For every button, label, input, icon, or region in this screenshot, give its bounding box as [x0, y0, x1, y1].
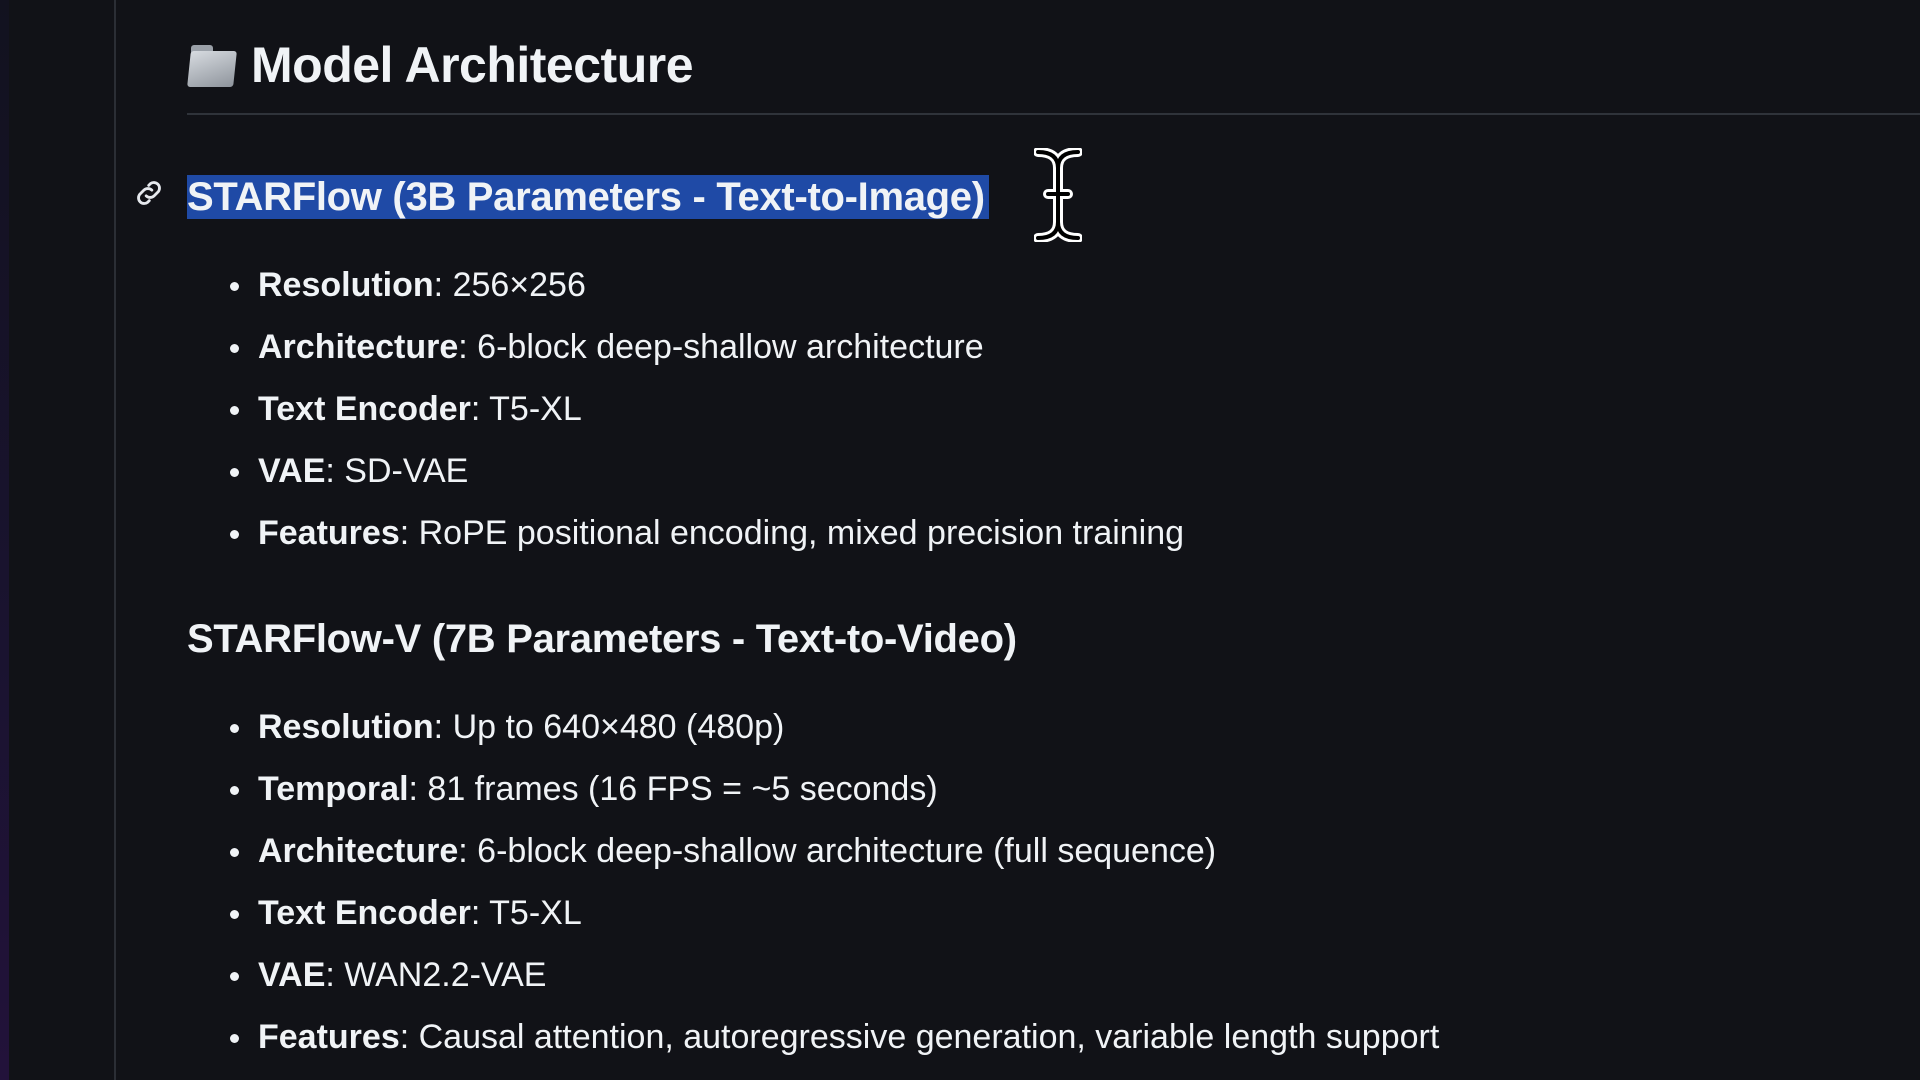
list-item: Temporal: 81 frames (16 FPS = ~5 seconds…	[187, 758, 1439, 820]
sidebar-divider	[114, 0, 116, 1080]
list-item: Architecture: 6-block deep-shallow archi…	[187, 820, 1439, 882]
selected-heading-text[interactable]: STARFlow (3B Parameters - Text-to-Image)	[187, 175, 989, 219]
model-heading-starflow-v: STARFlow-V (7B Parameters - Text-to-Vide…	[187, 617, 1017, 661]
list-item: Features: RoPE positional encoding, mixe…	[187, 502, 1184, 564]
list-item: Text Encoder: T5-XL	[187, 882, 1439, 944]
starflow-v-spec-list: Resolution: Up to 640×480 (480p) Tempora…	[187, 696, 1439, 1068]
link-icon[interactable]	[132, 176, 166, 210]
list-item: Features: Causal attention, autoregressi…	[187, 1006, 1439, 1068]
list-item: VAE: WAN2.2-VAE	[187, 944, 1439, 1006]
heading-divider	[187, 113, 1920, 115]
section-heading: Model Architecture	[187, 34, 694, 96]
model-heading-starflow[interactable]: STARFlow (3B Parameters - Text-to-Image)	[187, 170, 989, 224]
list-item: VAE: SD-VAE	[187, 440, 1184, 502]
text-cursor-icon	[1034, 148, 1082, 242]
list-item: Text Encoder: T5-XL	[187, 378, 1184, 440]
window-edge	[0, 0, 9, 1080]
list-item: Architecture: 6-block deep-shallow archi…	[187, 316, 1184, 378]
section-title: Model Architecture	[251, 37, 694, 93]
starflow-spec-list: Resolution: 256×256 Architecture: 6-bloc…	[187, 254, 1184, 564]
list-item: Resolution: 256×256	[187, 254, 1184, 316]
list-item: Resolution: Up to 640×480 (480p)	[187, 696, 1439, 758]
folder-icon	[187, 43, 237, 87]
